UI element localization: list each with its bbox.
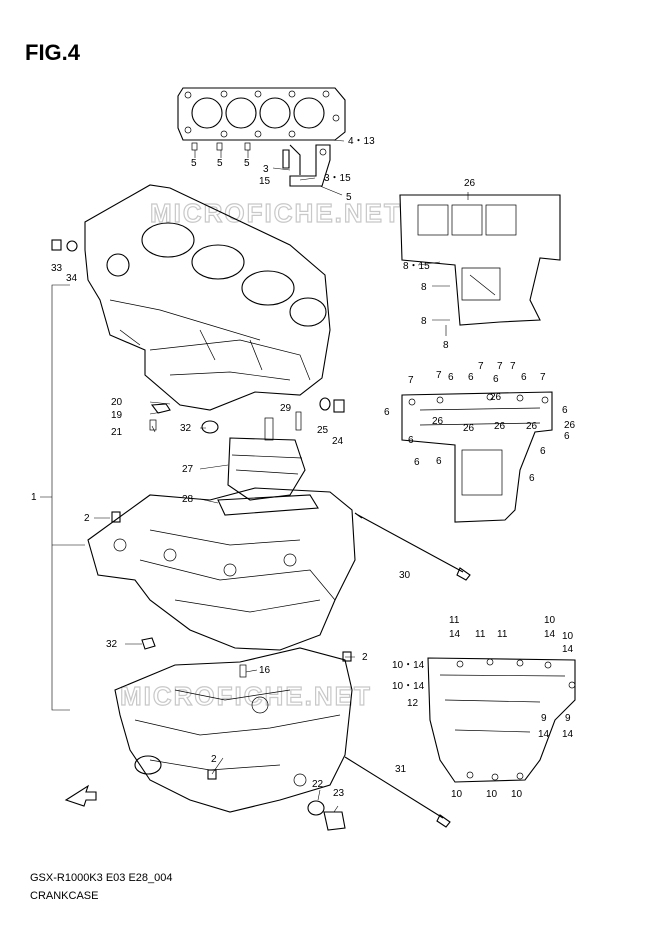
callout-label: 8: [421, 316, 427, 327]
callout-label: 5: [191, 158, 197, 169]
callout-label: 29: [280, 403, 292, 414]
callout-label: 26: [494, 421, 506, 432]
callout-label: 27: [182, 464, 194, 475]
callout-label: 31: [395, 764, 407, 775]
callout-label: 8: [421, 282, 427, 293]
cylinder-head-gasket: [177, 87, 346, 141]
callout-label: 6: [448, 372, 454, 383]
callout-label: 1: [31, 492, 37, 503]
callout-label: 30: [399, 570, 411, 581]
callout-label: 11: [449, 615, 460, 626]
callout-label: 5: [244, 158, 250, 169]
callout-label: 2: [211, 754, 217, 765]
callout-label: 6: [384, 407, 390, 418]
callout-label: 26: [464, 178, 476, 189]
callout-label: 24: [332, 436, 344, 447]
callout-label: 20: [111, 397, 123, 408]
callout-label: 34: [66, 273, 78, 284]
front-direction-arrow-icon: [64, 784, 97, 807]
callout-label: 6: [414, 457, 420, 468]
callout-label: 26: [432, 416, 444, 427]
callout-label: 6: [564, 431, 570, 442]
callout-label: 6: [521, 372, 527, 383]
watermark-text-bottom: MICROFICHE.NET: [120, 681, 372, 711]
leader-lines: [94, 139, 469, 813]
callout-label: 14: [538, 729, 550, 740]
oil-pipe-bracket: [289, 144, 331, 187]
side-view-lower-panel: [427, 657, 576, 783]
callout-label: 7: [540, 372, 546, 383]
callout-label: 28: [182, 494, 194, 505]
callout-label: 9: [565, 713, 571, 724]
callout-label: 7: [510, 361, 516, 372]
model-code: GSX-R1000K3 E03 E28_004: [30, 872, 173, 884]
callout-label: 6: [493, 374, 499, 385]
callout-label: 11: [475, 629, 486, 640]
callout-label: 10・14: [392, 681, 425, 692]
callout-label: 14: [449, 629, 461, 640]
callout-label: 4・13: [348, 136, 375, 147]
callout-label: 2: [84, 513, 90, 524]
breather-gasket: [217, 494, 319, 516]
callout-label: 14: [544, 629, 556, 640]
figure-title: FIG.4: [25, 40, 81, 65]
callout-label: 11: [497, 629, 508, 640]
breather-cover: [227, 417, 306, 501]
callout-label: 22: [312, 779, 324, 790]
callout-label: 7: [478, 361, 484, 372]
callout-label: 10: [511, 789, 523, 800]
lower-crankcase: [87, 487, 356, 651]
callout-label: 16: [259, 665, 271, 676]
crankcase-bolt-long-upper: [354, 512, 471, 581]
callout-label: 10: [486, 789, 498, 800]
callout-label: 3: [263, 164, 269, 175]
callout-label: 23: [333, 788, 345, 799]
callout-label: 26: [526, 421, 538, 432]
callout-label: 19: [111, 410, 123, 421]
callout-label: 14: [562, 729, 574, 740]
callout-label: 7: [408, 375, 414, 386]
callout-label: 8: [443, 340, 449, 351]
oil-pan: [114, 647, 353, 813]
callout-label: 5: [217, 158, 223, 169]
gasket-dowels: [191, 142, 301, 175]
callout-label: 6: [408, 435, 414, 446]
callout-label: 32: [106, 639, 118, 650]
section-name: CRANKCASE: [30, 890, 99, 902]
small-fasteners: [51, 239, 352, 831]
callout-label: 26: [463, 423, 475, 434]
callout-label: 6: [562, 405, 568, 416]
callout-label: 10・14: [392, 660, 425, 671]
crankcase-bolt-long-lower: [344, 756, 451, 828]
callout-label: 26: [490, 392, 502, 403]
callout-label: 7: [436, 370, 442, 381]
callout-label: 7: [497, 361, 503, 372]
callout-label: 12: [407, 698, 419, 709]
callout-label: 6: [468, 372, 474, 383]
callout-label: 32: [180, 423, 192, 434]
callout-label: 10: [562, 631, 574, 642]
callout-label: 21: [111, 427, 123, 438]
callout-label: 25: [317, 425, 329, 436]
callout-label: 2: [362, 652, 368, 663]
callout-label: 33: [51, 263, 63, 274]
callout-label: 6: [540, 446, 546, 457]
callout-label: 9: [541, 713, 547, 724]
callout-label: 26: [564, 420, 576, 431]
callout-label: 6: [529, 473, 535, 484]
callout-label: 5: [346, 192, 352, 203]
watermark-text-top: MICROFICHE.NET: [150, 198, 402, 228]
callout-label: 3・15: [324, 173, 351, 184]
callout-labels: 4・13 5 5 5 3 15 3・15 5 26 8・15 8 8 8 33 …: [31, 136, 576, 800]
callout-label: 6: [436, 456, 442, 467]
callout-label: 15: [259, 176, 271, 187]
callout-label: 10: [544, 615, 556, 626]
callout-label: 8・15: [403, 261, 430, 272]
side-view-middle-panel: [401, 391, 553, 523]
upper-crankcase: [84, 184, 331, 411]
side-view-upper-panel: [399, 194, 561, 326]
callout-label: 10: [451, 789, 463, 800]
callout-label: 14: [562, 644, 574, 655]
